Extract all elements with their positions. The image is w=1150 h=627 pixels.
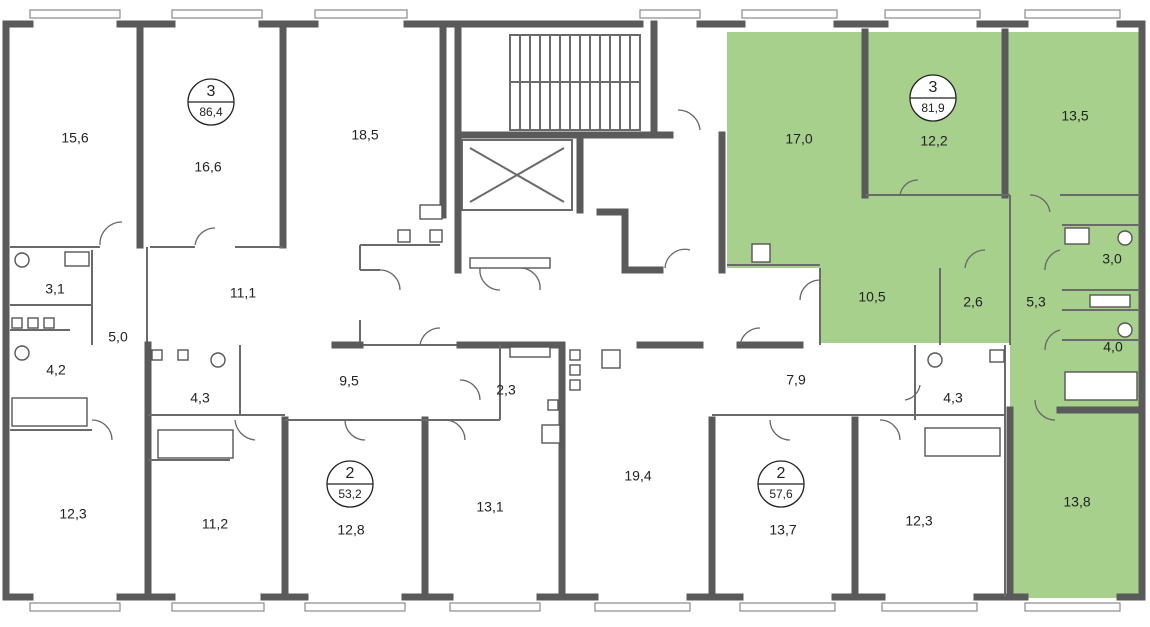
room-area-label: 13,7 [769, 522, 796, 538]
room-area-label: 18,5 [351, 127, 378, 143]
room-labels: 15,6 16,6 18,5 17,0 12,2 13,5 3,1 11,1 5… [45, 108, 1123, 538]
room-area-label: 4,3 [943, 390, 963, 406]
room-area-label: 12,3 [905, 513, 932, 529]
room-area-label: 13,8 [1063, 494, 1090, 510]
room-area-label: 13,5 [1061, 108, 1088, 124]
apartment-rooms: 2 [346, 465, 355, 482]
room-area-label: 5,0 [108, 329, 128, 345]
room-area-label: 9,5 [339, 373, 359, 389]
room-area-label: 2,3 [496, 382, 516, 398]
sink [751, 243, 771, 263]
apartment-area: 86,4 [199, 105, 223, 119]
apartment-badge[interactable]: 3 81,9 [909, 74, 957, 122]
interior-walls [10, 20, 1144, 601]
room-area-label: 13,1 [476, 499, 503, 515]
toilet [1117, 230, 1133, 246]
room-area-label: 3,1 [45, 281, 65, 297]
sanitary-fixtures [11, 204, 1138, 459]
room-area-label: 11,2 [202, 516, 228, 532]
apartment-badge[interactable]: 2 57,6 [757, 460, 805, 508]
apartment-rooms: 2 [777, 465, 786, 482]
room-area-label: 5,3 [1026, 294, 1046, 310]
room-area-label: 3,0 [1102, 251, 1122, 267]
toilet [14, 252, 30, 268]
apartment-badge[interactable]: 2 53,2 [326, 460, 374, 508]
room-area-label: 12,3 [59, 506, 86, 522]
top-windows [29, 9, 1121, 19]
highlight-block-right [1010, 268, 1140, 598]
sink [64, 251, 90, 267]
room-area-label: 7,9 [786, 372, 806, 388]
room-area-label: 15,6 [61, 130, 88, 146]
room-area-label: 10,5 [858, 289, 885, 305]
apartment-rooms: 3 [929, 79, 938, 96]
sink [419, 204, 443, 220]
bottom-windows [29, 602, 1121, 612]
bathtub [11, 397, 88, 427]
bathtub [1064, 371, 1138, 401]
apartment-rooms: 3 [207, 83, 216, 100]
apartment-area: 81,9 [921, 101, 945, 115]
room-area-label: 4,2 [46, 362, 66, 378]
toilet [927, 352, 943, 368]
room-area-label: 4,3 [190, 390, 210, 406]
apartment-area: 53,2 [338, 487, 362, 501]
bathtub [924, 427, 1001, 457]
apartment-badge[interactable]: 3 86,4 [187, 78, 235, 126]
sink [1064, 227, 1090, 245]
apartment-area: 57,6 [769, 487, 793, 501]
room-area-label: 19,4 [624, 468, 651, 484]
sink [541, 424, 561, 444]
room-area-label: 16,6 [194, 159, 221, 175]
room-area-label: 11,1 [230, 285, 256, 301]
toilet [1117, 322, 1133, 338]
doors [91, 109, 1061, 441]
room-area-label: 2,6 [963, 294, 983, 310]
toilet [210, 352, 226, 368]
room-area-label: 4,0 [1103, 339, 1123, 355]
highlight-block-corridor [820, 268, 1010, 343]
highlighted-apartment[interactable] [727, 32, 1140, 598]
sink [601, 349, 621, 369]
room-area-label: 17,0 [785, 131, 812, 147]
room-area-label: 12,8 [337, 522, 364, 538]
bathtub [157, 429, 234, 459]
toilet [14, 345, 30, 361]
room-area-label: 12,2 [920, 133, 947, 149]
